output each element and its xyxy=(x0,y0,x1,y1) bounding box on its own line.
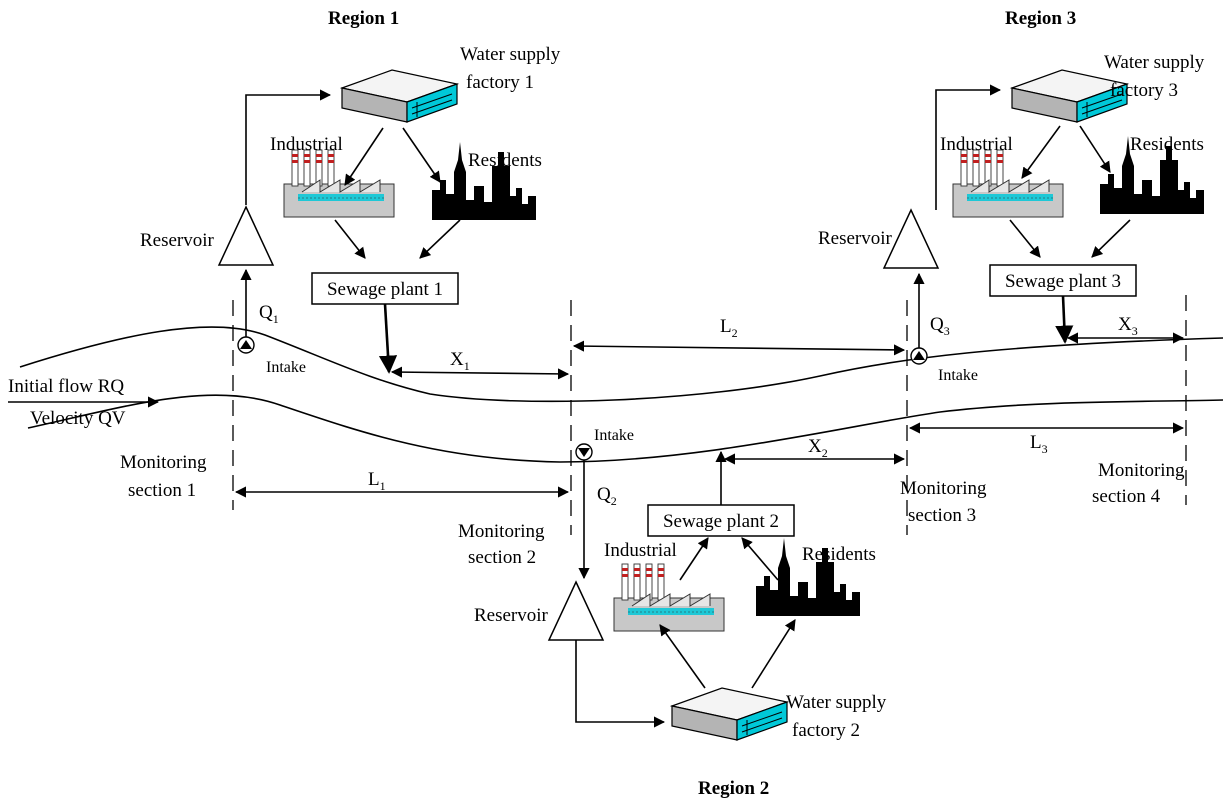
sewage-1-discharge xyxy=(378,303,398,374)
arrow-ind3-sewage xyxy=(1009,219,1041,258)
intake-2-label: Intake xyxy=(594,427,634,444)
arrow-f2-industrial xyxy=(659,624,706,689)
residents-1-label: Residents xyxy=(468,150,542,171)
sewage-plant-1-box xyxy=(311,272,459,305)
l2-label: L2 xyxy=(720,316,738,340)
arrow-f3-industrial xyxy=(1021,125,1061,179)
x1-dimension xyxy=(390,366,570,380)
l2-dimension xyxy=(572,340,906,356)
reservoir-2-label: Reservoir xyxy=(474,605,549,626)
x3-label: X3 xyxy=(1118,314,1138,338)
sewage-plant-2-label: Sewage plant 2 xyxy=(663,511,779,532)
factory-3-label-line2: factory 3 xyxy=(1110,80,1178,101)
monitoring-2-label-line1: Monitoring xyxy=(458,521,545,542)
sewage-plant-3-box xyxy=(989,264,1137,297)
factory-2-label-line2: factory 2 xyxy=(792,720,860,741)
intake-2-pump-icon xyxy=(575,443,593,461)
monitoring-4-label-line1: Monitoring xyxy=(1098,460,1185,481)
sewage-plant-1-label: Sewage plant 1 xyxy=(327,279,443,300)
river-bank-lower xyxy=(27,394,1223,463)
reservoir-1-label: Reservoir xyxy=(140,230,215,251)
factory-1-label-line1: Water supply xyxy=(460,44,561,65)
x2-label: X2 xyxy=(808,436,828,460)
l1-label: L1 xyxy=(368,469,386,493)
factory-2-label-line1: Water supply xyxy=(786,692,887,713)
residents-3-label: Residents xyxy=(1130,134,1204,155)
industrial-1-icon xyxy=(283,149,395,218)
water-supply-factory-1-icon xyxy=(341,69,458,123)
monitoring-4-label-line2: section 4 xyxy=(1092,486,1161,507)
reservoir-1-icon xyxy=(218,206,274,266)
monitoring-1-label-line1: Monitoring xyxy=(120,452,207,473)
water-supply-factory-2-icon xyxy=(671,687,788,741)
l3-label: L3 xyxy=(1030,432,1048,456)
velocity-label: Velocity QV xyxy=(30,408,126,429)
q1-label: Q1 xyxy=(259,302,279,326)
region-3-title: Region 3 xyxy=(1005,8,1076,29)
region-2-title: Region 2 xyxy=(698,778,769,799)
intake-3-label: Intake xyxy=(938,367,978,384)
monitoring-2-label-line2: section 2 xyxy=(468,547,536,568)
factory-1-label-line2: factory 1 xyxy=(466,72,534,93)
arrow-ind1-sewage xyxy=(334,219,366,259)
arrow-f1-residents xyxy=(402,127,441,183)
arrow-res1-sewage xyxy=(419,219,461,259)
reservoir-3-label: Reservoir xyxy=(818,228,893,249)
intake-3-pump-icon xyxy=(910,347,928,365)
reservoir-1-to-factory xyxy=(245,89,332,205)
region-1-title: Region 1 xyxy=(328,8,399,29)
reservoir-3-to-factory xyxy=(935,84,1002,210)
sewage-3-discharge xyxy=(1055,295,1074,344)
reservoir-2-to-factory xyxy=(575,640,666,728)
arrow-f3-residents xyxy=(1079,125,1111,173)
industrial-3-icon xyxy=(952,149,1064,218)
monitoring-3-label-line1: Monitoring xyxy=(900,478,987,499)
arrow-f2-residents xyxy=(751,619,796,689)
residents-2-label: Residents xyxy=(802,544,876,565)
monitoring-3-label-line2: section 3 xyxy=(908,505,976,526)
arrow-res2-sewage xyxy=(741,537,779,581)
monitoring-1-label-line2: section 1 xyxy=(128,480,196,501)
x1-label: X1 xyxy=(450,349,470,373)
sewage-plant-2-box xyxy=(647,504,795,537)
industrial-2-label: Industrial xyxy=(604,540,677,561)
arrow-ind2-sewage xyxy=(679,537,709,581)
arrow-f1-industrial xyxy=(344,127,384,186)
initial-flow-label: Initial flow RQ xyxy=(8,376,124,397)
q2-label: Q2 xyxy=(597,484,617,508)
river-bank-upper xyxy=(19,326,1223,403)
reservoir-3-icon xyxy=(883,209,939,269)
intake-1-label: Intake xyxy=(266,359,306,376)
q3-label: Q3 xyxy=(930,314,950,338)
industrial-1-label: Industrial xyxy=(270,134,343,155)
arrow-res3-sewage xyxy=(1091,219,1131,258)
industrial-3-label: Industrial xyxy=(940,134,1013,155)
intake-1-pump-icon xyxy=(237,336,255,354)
sewage-plant-3-label: Sewage plant 3 xyxy=(1005,271,1121,292)
reservoir-2-icon xyxy=(548,581,604,641)
industrial-2-icon xyxy=(613,563,725,632)
factory-3-label-line1: Water supply xyxy=(1104,52,1205,73)
